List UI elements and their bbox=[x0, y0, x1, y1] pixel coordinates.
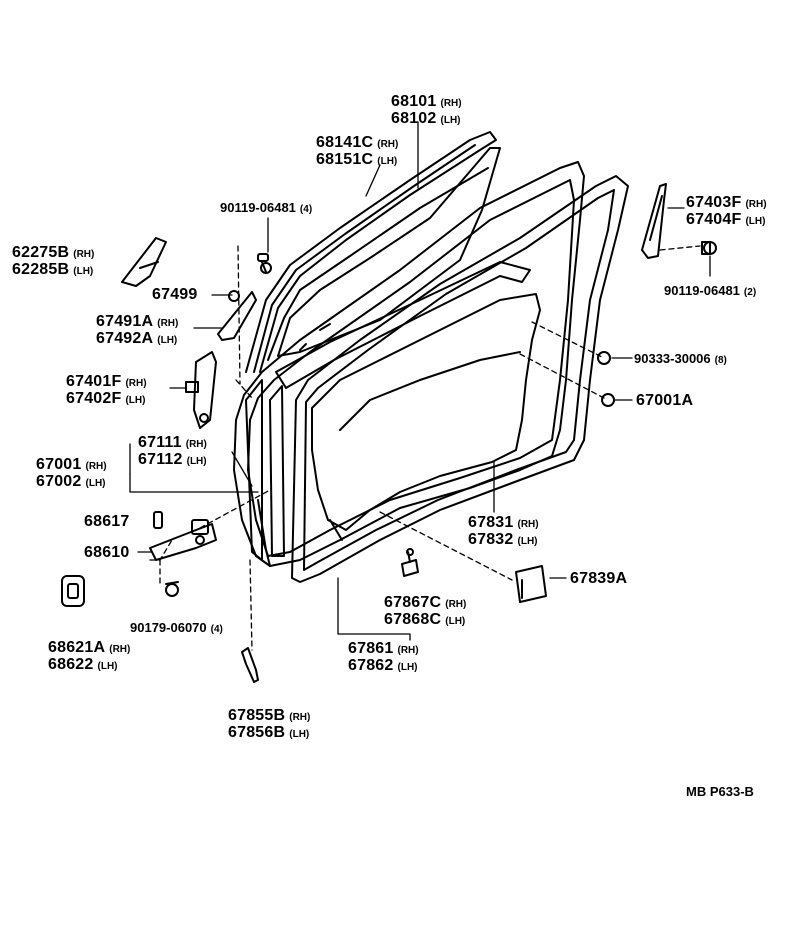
assembly-leader-lines bbox=[149, 245, 701, 651]
clip-67867 bbox=[401, 548, 419, 577]
callout-67499: 67499 bbox=[152, 286, 198, 303]
seal-67855 bbox=[241, 647, 259, 683]
callout-90119-06481-a: 90119-06481(4) bbox=[220, 200, 313, 215]
callout-67403f: 67403F(RH) 67404F(LH) bbox=[686, 194, 767, 228]
callout-67839a: 67839A bbox=[570, 570, 628, 587]
callout-67401f: 67401F(RH) 67402F(LH) bbox=[66, 373, 147, 407]
clip-67499 bbox=[228, 290, 240, 302]
sash-cover-67403 bbox=[641, 183, 667, 259]
callout-67867c: 67867C(RH) 67868C(LH) bbox=[384, 594, 467, 628]
callout-90119-06481-b: 90119-06481(2) bbox=[664, 283, 757, 298]
door-glass bbox=[277, 147, 501, 357]
check-cover-68621 bbox=[61, 575, 85, 607]
bolt-90119-a bbox=[257, 253, 272, 274]
door-hinge-upper-67401 bbox=[185, 351, 217, 429]
diagram-reference-code: MB P633-B bbox=[686, 784, 754, 799]
pin-68617 bbox=[153, 511, 163, 529]
door-shell bbox=[233, 161, 585, 567]
callout-62275b: 62275B(RH) 62285B(LH) bbox=[12, 244, 95, 278]
callout-67111: 67111(RH) 67112(LH) bbox=[138, 434, 207, 468]
door-edge-trim bbox=[245, 379, 285, 561]
clip-90333 bbox=[597, 351, 611, 365]
callout-68141c: 68141C(RH) 68151C(LH) bbox=[316, 134, 399, 168]
pad-67491 bbox=[217, 291, 257, 341]
bolt-90179 bbox=[165, 581, 179, 597]
belt-moulding bbox=[275, 261, 531, 389]
callout-67491a: 67491A(RH) 67492A(LH) bbox=[96, 313, 179, 347]
cover-62275 bbox=[121, 237, 167, 287]
bolt-90119-b bbox=[701, 241, 717, 255]
callout-67001a: 67001A bbox=[636, 392, 694, 409]
callout-67861: 67861(RH) 67862(LH) bbox=[348, 640, 419, 674]
door-weatherstrip bbox=[291, 175, 629, 583]
pad-67839 bbox=[515, 565, 547, 603]
callout-67855b: 67855B(RH) 67856B(LH) bbox=[228, 707, 311, 741]
callout-90333-30006: 90333-30006(8) bbox=[634, 351, 727, 366]
callout-90179-06070: 90179-06070(4) bbox=[130, 620, 223, 635]
plug-67001A bbox=[601, 393, 615, 407]
callout-68610: 68610 bbox=[84, 544, 130, 561]
callout-67001: 67001(RH) 67002(LH) bbox=[36, 456, 107, 490]
callout-67831: 67831(RH) 67832(LH) bbox=[468, 514, 539, 548]
callout-68617: 68617 bbox=[84, 513, 130, 530]
window-frame-run-channel bbox=[245, 131, 497, 373]
door-hinge-lower-68610 bbox=[149, 519, 217, 561]
callout-leader-lines bbox=[129, 121, 711, 641]
callout-68101: 68101(RH) 68102(LH) bbox=[391, 93, 462, 127]
callout-68621a: 68621A(RH) 68622(LH) bbox=[48, 639, 131, 673]
